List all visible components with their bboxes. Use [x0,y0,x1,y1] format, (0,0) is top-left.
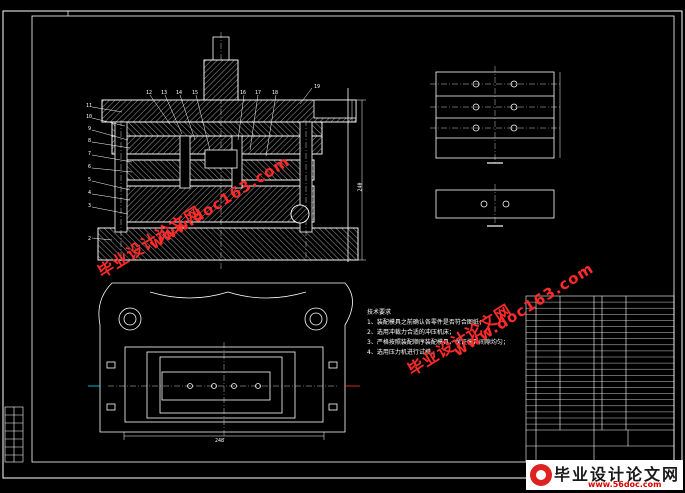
part-numbers: 11 10 9 8 7 6 5 4 3 2 12 13 14 15 16 17 18 19 [86,84,320,242]
bom-rows [526,301,674,425]
svg-text:19: 19 [314,84,320,90]
svg-text:16: 16 [240,90,246,96]
svg-text:18: 18 [272,90,278,96]
section-height-dimension: 240 [357,182,364,192]
outer-frame [2,10,683,479]
svg-text:11: 11 [86,103,92,109]
svg-text:9: 9 [88,126,91,132]
plan-width-dimension: 248 [215,438,225,444]
notes-title: 技术要求 [367,309,392,316]
title-cells [526,429,674,462]
plate-top-view [430,66,561,164]
logo-title: 毕业设计论文网 [554,465,681,484]
svg-text:8: 8 [88,138,91,144]
svg-text:15: 15 [192,90,198,96]
svg-text:7: 7 [88,151,91,157]
svg-text:2: 2 [88,236,91,242]
logo-icon [530,464,552,486]
svg-text:10: 10 [86,114,92,120]
technical-notes: 技术要求 1、装配模具之前确认各零件是否符合图纸； 2、选用冲裁力合适的冲压机床… [367,308,509,358]
notes-line: 1、装配模具之前确认各零件是否符合图纸； [367,319,485,326]
plate-side-view [435,184,555,227]
notes-line: 2、选用冲裁力合适的冲压机床； [367,329,455,336]
svg-text:14: 14 [176,90,182,96]
notes-line: 4、选用压力机进行试模。 [367,349,437,356]
svg-text:5: 5 [88,177,91,183]
left-strip [4,406,24,463]
section-view [91,32,366,270]
svg-text:17: 17 [255,90,261,96]
svg-text:6: 6 [88,164,91,170]
inner-frame [31,15,675,463]
logo-url: www.56doc.com [588,480,662,489]
site-logo[interactable]: 毕业设计论文网 www.56doc.com [526,460,683,490]
svg-text:3: 3 [88,203,91,209]
plan-view [98,282,353,440]
svg-text:13: 13 [161,90,167,96]
svg-text:4: 4 [88,190,91,196]
svg-text:12: 12 [146,90,152,96]
title-block [525,295,675,463]
notes-line: 3、严格按照装配顺序装配模具，保证模具间隙均匀； [367,339,509,346]
